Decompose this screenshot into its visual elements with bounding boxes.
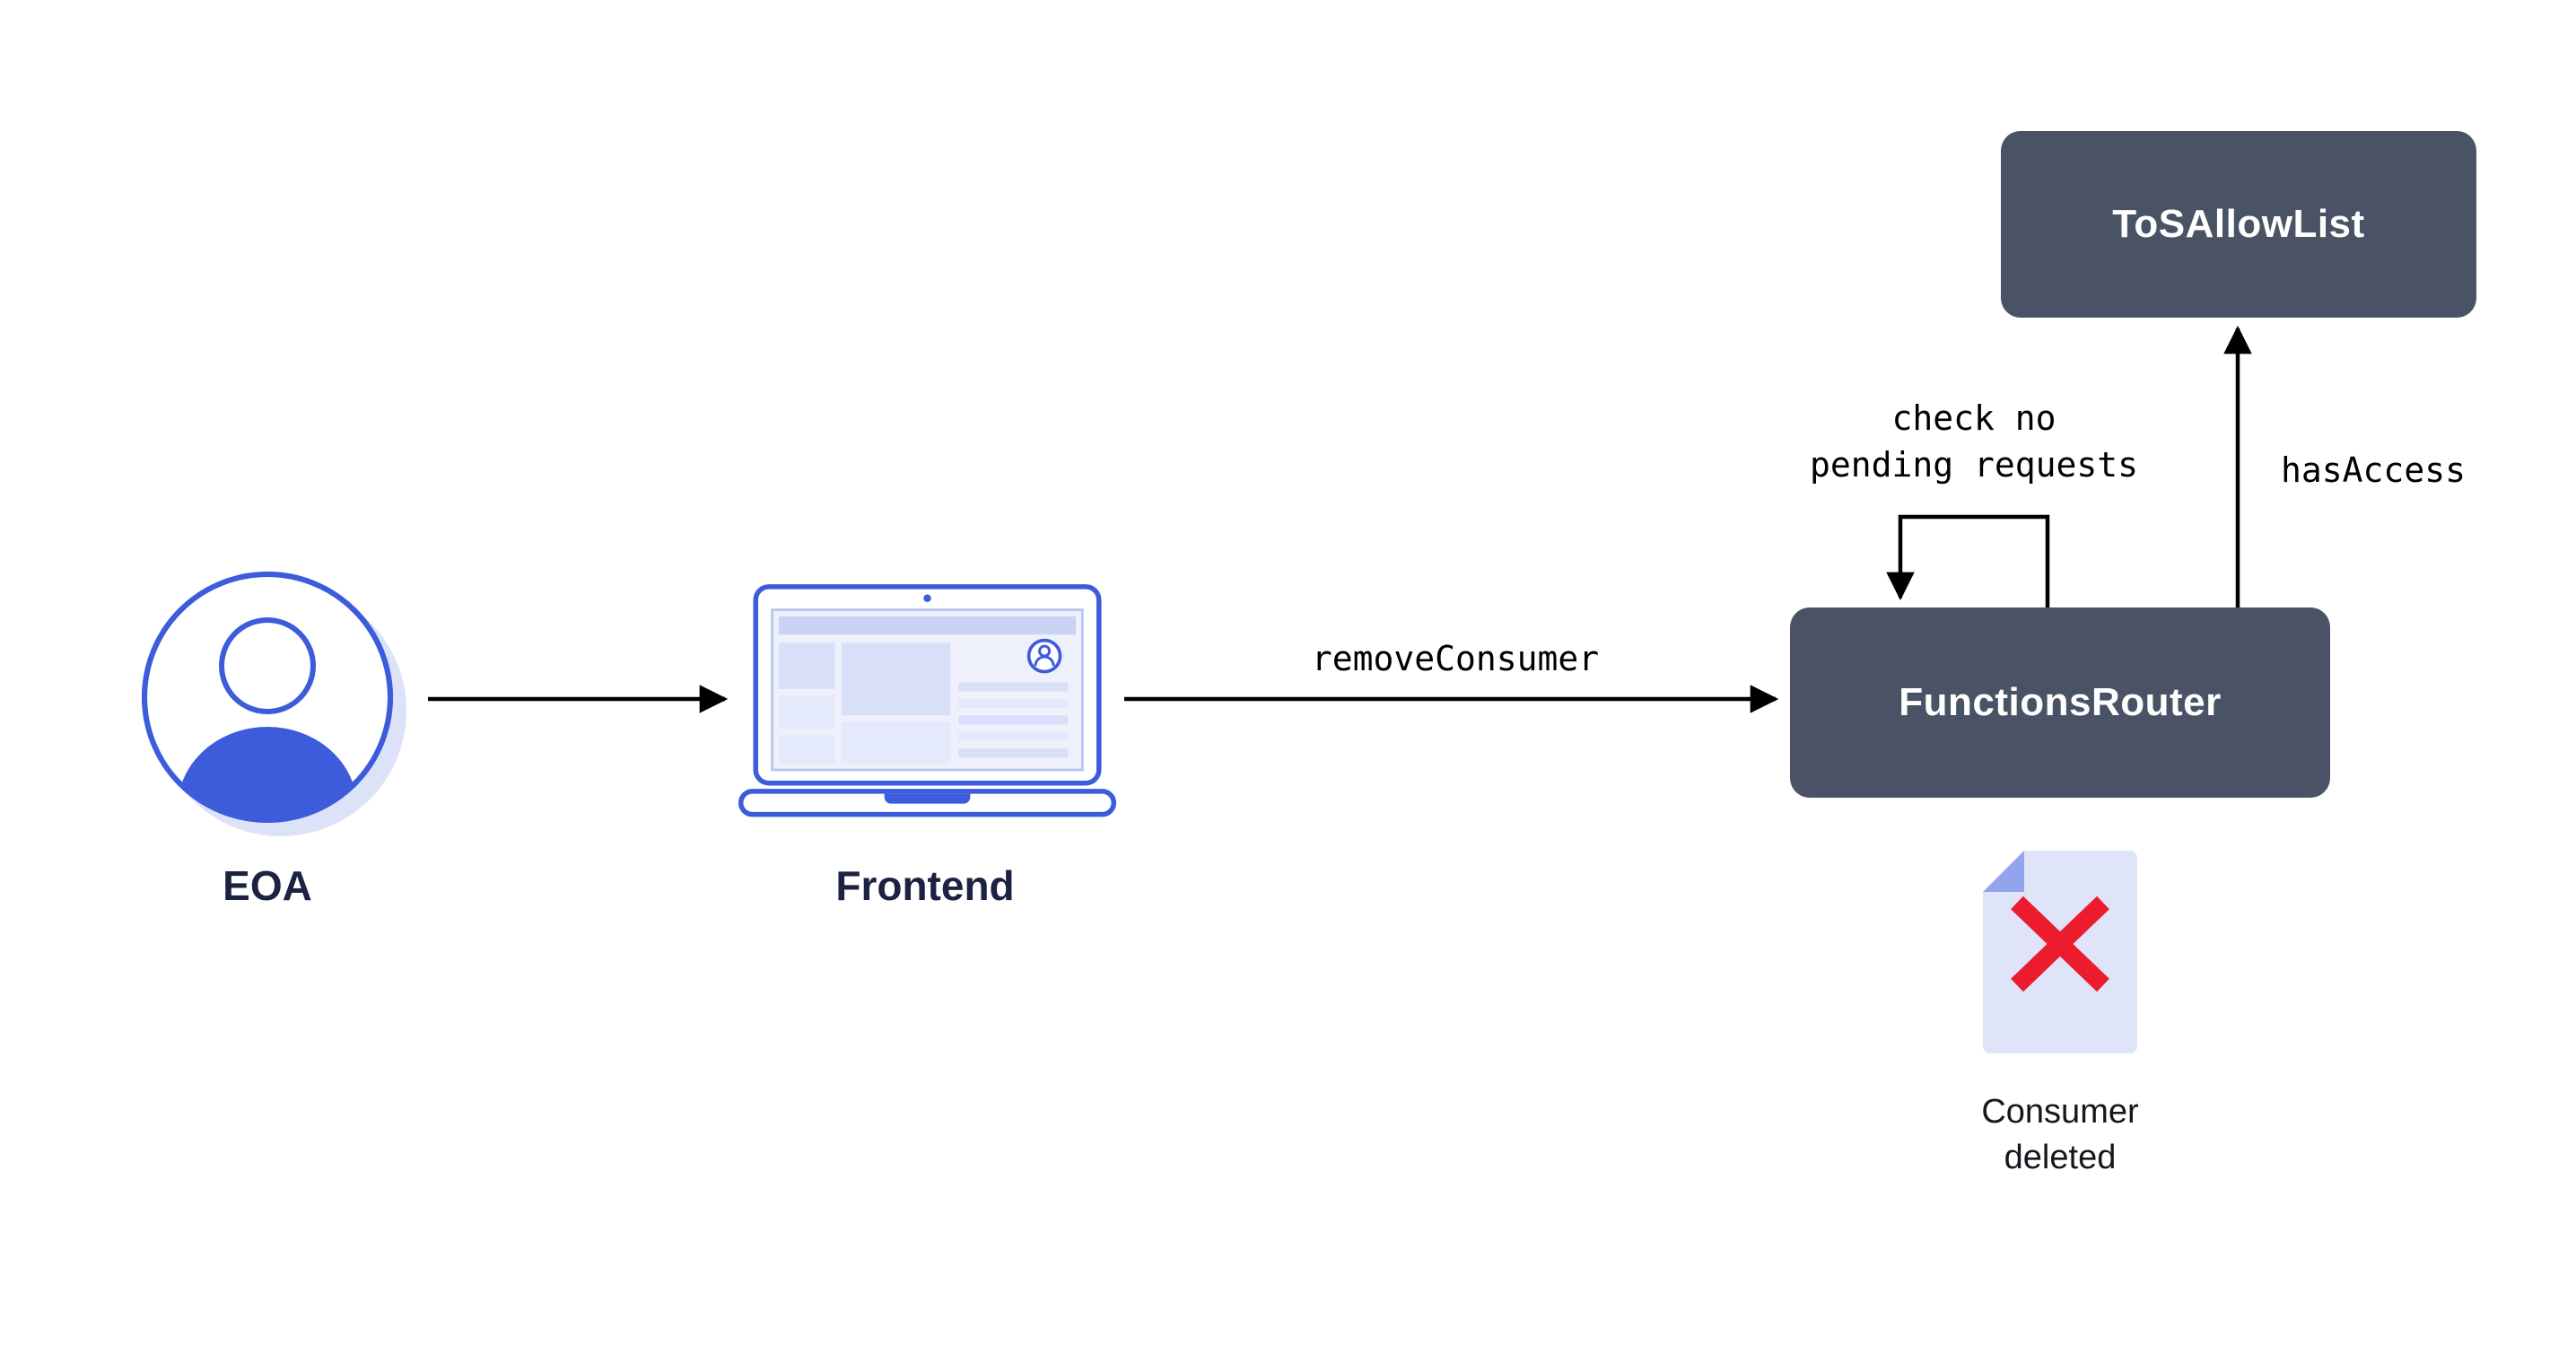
edge-label-check-pending: check no pending requests [1809, 398, 2139, 485]
functions-router-node-label: FunctionsRouter [1899, 680, 2222, 724]
consumer-deleted-label: Consumer deleted [1981, 1093, 2139, 1176]
arrow-check-pending-self-loop [1886, 514, 2050, 607]
edge-label-remove-consumer: removeConsumer [1311, 639, 1600, 678]
user-avatar-icon [1026, 638, 1062, 674]
eoa-avatar-icon [137, 567, 406, 836]
tos-allowlist-node: ToSAllowList [2001, 131, 2476, 318]
functions-router-node: FunctionsRouter [1790, 607, 2330, 798]
document-icon [1983, 851, 2137, 1053]
tos-allowlist-node-label: ToSAllowList [2112, 202, 2365, 246]
edge-label-has-access: hasAccess [2281, 450, 2466, 490]
eoa-label: EOA [223, 862, 312, 909]
frontend-label: Frontend [835, 862, 1015, 909]
x-mark-icon [2011, 896, 2109, 992]
laptop-icon [738, 583, 1117, 823]
